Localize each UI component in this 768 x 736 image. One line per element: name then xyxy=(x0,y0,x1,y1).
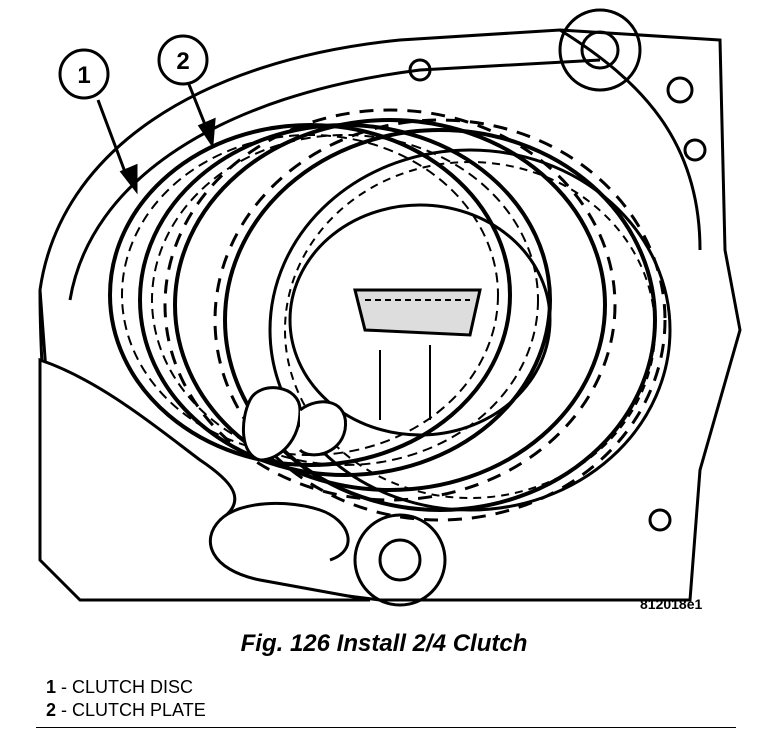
figure-id: 812018e1 xyxy=(640,596,703,612)
clutch-plate-stack xyxy=(163,108,672,522)
hand xyxy=(38,357,371,602)
callout-1-number: 1 xyxy=(77,62,90,89)
legend-number: 1 xyxy=(46,677,57,697)
callout-2-number: 2 xyxy=(176,48,189,75)
legend-text: - CLUTCH DISC xyxy=(56,677,194,697)
legend-item-clutch-disc: 1 - CLUTCH DISC xyxy=(46,676,206,699)
callout-1: 1 xyxy=(58,48,110,100)
callout-2: 2 xyxy=(157,34,209,86)
legend-text: - CLUTCH PLATE xyxy=(56,700,206,720)
figure-caption: Fig. 126 Install 2/4 Clutch xyxy=(240,630,528,657)
leader-lines xyxy=(96,81,216,195)
divider xyxy=(36,727,736,728)
clutch-install-illustration: 1 2 xyxy=(38,8,742,607)
clutch-hub xyxy=(288,203,552,437)
legend: 1 - CLUTCH DISC 2 - CLUTCH PLATE xyxy=(46,676,206,722)
legend-number: 2 xyxy=(46,700,57,720)
legend-item-clutch-plate: 2 - CLUTCH PLATE xyxy=(46,699,206,722)
